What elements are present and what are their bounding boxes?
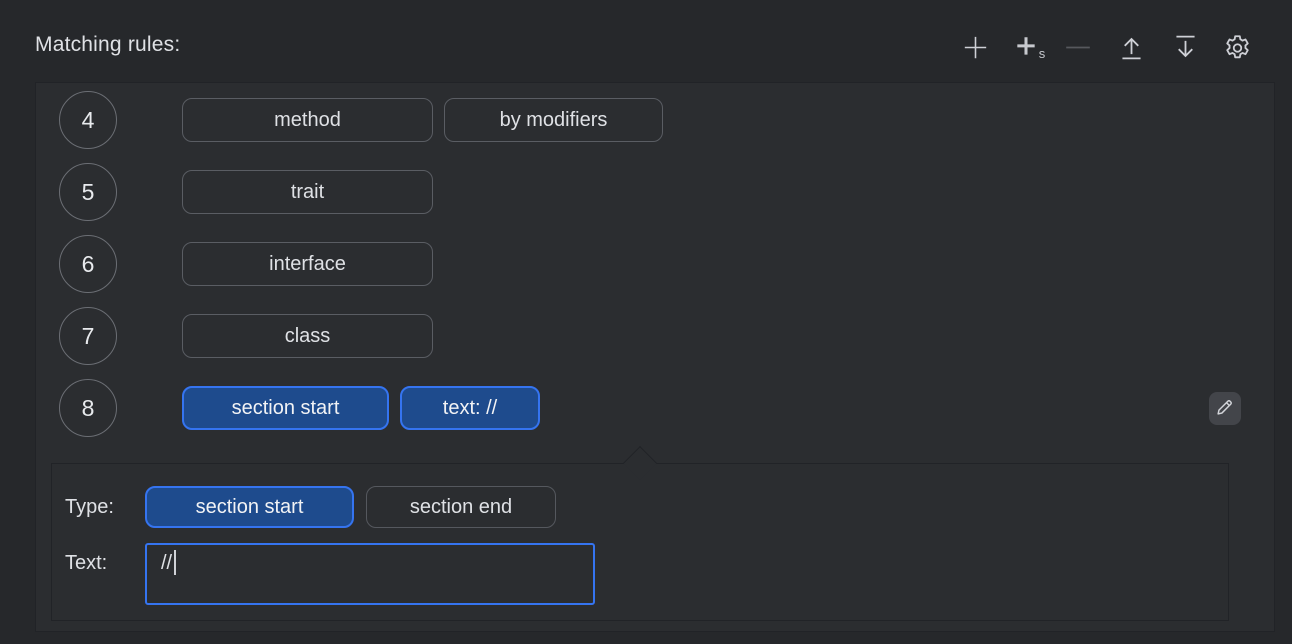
rule-number-badge: 4 <box>59 91 117 149</box>
add-section-rule-button[interactable]: s <box>1008 31 1050 63</box>
rule-row: 7 class <box>36 307 1274 365</box>
add-section-subscript: s <box>1038 45 1046 61</box>
add-rule-button[interactable] <box>958 31 992 63</box>
move-up-icon <box>1117 33 1146 62</box>
edit-rule-button[interactable] <box>1209 392 1241 425</box>
rule-number: 8 <box>81 394 95 421</box>
move-down-icon <box>1171 33 1200 62</box>
move-down-button[interactable] <box>1166 31 1204 63</box>
rule-number-badge: 5 <box>59 163 117 221</box>
page-title: Matching rules: <box>35 33 181 56</box>
add-icon <box>962 34 989 61</box>
rule-row: 5 trait <box>36 163 1274 221</box>
editor-notch <box>623 446 657 480</box>
text-input-value: // <box>161 552 173 574</box>
text-label: Text: <box>65 552 108 574</box>
rule-number: 7 <box>81 322 95 349</box>
settings-button[interactable] <box>1218 31 1256 63</box>
rule-row: 6 interface <box>36 235 1274 293</box>
rules-list: 4 method by modifiers 5 trait 6 interfac… <box>35 82 1275 632</box>
type-field-row: Type: section start section end <box>65 486 568 528</box>
rule-editor-panel: Type: section start section end Text: // <box>51 446 1229 621</box>
rule-number: 5 <box>81 178 95 205</box>
type-option-section-end[interactable]: section end <box>366 486 556 528</box>
rule-chip-type[interactable]: interface <box>182 242 433 286</box>
pencil-icon <box>1214 396 1236 421</box>
rule-number: 4 <box>81 106 95 133</box>
type-option-section-start[interactable]: section start <box>145 486 354 528</box>
text-field-row: Text: // <box>65 543 595 605</box>
rule-number: 6 <box>81 250 95 277</box>
rule-chip-type[interactable]: trait <box>182 170 433 214</box>
rule-chip-modifier[interactable]: by modifiers <box>444 98 663 142</box>
move-up-button[interactable] <box>1112 31 1150 63</box>
settings-icon <box>1223 33 1252 62</box>
remove-rule-button[interactable] <box>1060 31 1096 63</box>
rule-row: 4 method by modifiers <box>36 91 1274 149</box>
rule-row-selected: 8 section start text: // <box>36 379 1274 437</box>
rule-chip-type[interactable]: class <box>182 314 433 358</box>
rule-chip-type[interactable]: section start <box>182 386 389 430</box>
text-cursor <box>174 550 176 575</box>
rule-number-badge: 8 <box>59 379 117 437</box>
rule-chip-type[interactable]: method <box>182 98 433 142</box>
text-input[interactable]: // <box>145 543 595 605</box>
type-label: Type: <box>65 495 114 518</box>
rule-number-badge: 6 <box>59 235 117 293</box>
add-section-icon <box>1014 34 1038 60</box>
rule-chip-text[interactable]: text: // <box>400 386 540 430</box>
remove-icon <box>1064 34 1092 61</box>
rule-number-badge: 7 <box>59 307 117 365</box>
